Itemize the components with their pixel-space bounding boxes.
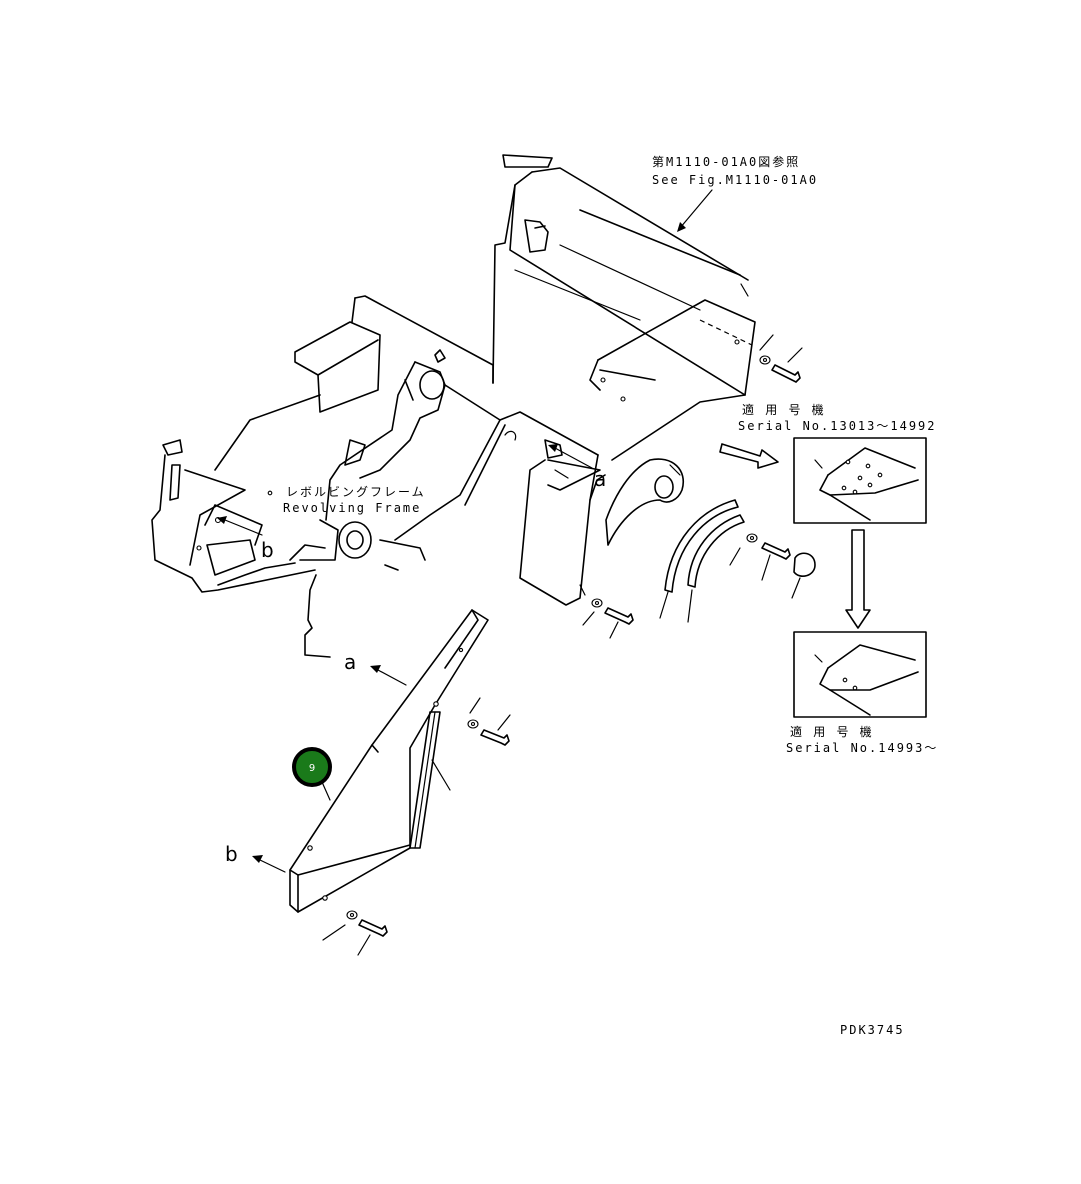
detail-box-before — [793, 437, 927, 524]
hollow-arrow-right — [719, 443, 779, 469]
reference-arrow — [677, 189, 713, 232]
cover-bracket — [519, 439, 685, 606]
see-fig-label-ja: 第M1110-01A0図参照 — [652, 154, 800, 169]
bolt-set-lower-cover — [582, 598, 634, 639]
view-label-b-lower: b — [225, 842, 238, 866]
serial-range-1-label-ja: 適 用 号 機 — [742, 402, 826, 417]
bolt-set-panel-upper — [467, 697, 511, 746]
arc-seals — [659, 499, 745, 623]
cover-panel-part-9 — [289, 609, 489, 913]
see-fig-label-en: See Fig.M1110-01A0 — [652, 173, 818, 187]
view-arrow-a-upper — [548, 444, 593, 469]
revolving-frame-label-ja: レボルビングフレーム — [286, 485, 426, 499]
detail-box-after — [793, 631, 927, 718]
part-callout-9[interactable]: 9 — [292, 747, 332, 787]
serial-range-2-label-en: Serial No.14993～ — [786, 741, 938, 755]
callout-leader — [321, 781, 331, 801]
view-label-b-upper: b — [261, 538, 274, 562]
bolt-set-panel-lower — [322, 910, 388, 956]
part-callout-number: 9 — [309, 763, 315, 774]
serial-range-1-label-en: Serial No.13013～14992 — [738, 419, 937, 433]
view-arrow-a-lower — [370, 665, 407, 686]
bolt-set-middle-right — [729, 533, 816, 599]
view-arrow-b-lower — [252, 855, 286, 873]
view-arrow-b-upper — [217, 516, 263, 536]
revolving-frame-label-en: Revolving Frame — [283, 501, 421, 515]
revolving-frame — [151, 295, 599, 658]
serial-range-2-label-ja: 適 用 号 機 — [790, 724, 874, 739]
upper-housing — [492, 154, 756, 461]
drawing-number: PDK3745 — [840, 1023, 905, 1037]
hollow-arrow-down — [845, 529, 871, 629]
bolt-set-upper-right — [759, 334, 803, 383]
view-label-a-lower: a — [344, 650, 356, 674]
view-label-a-upper: a — [594, 467, 606, 491]
